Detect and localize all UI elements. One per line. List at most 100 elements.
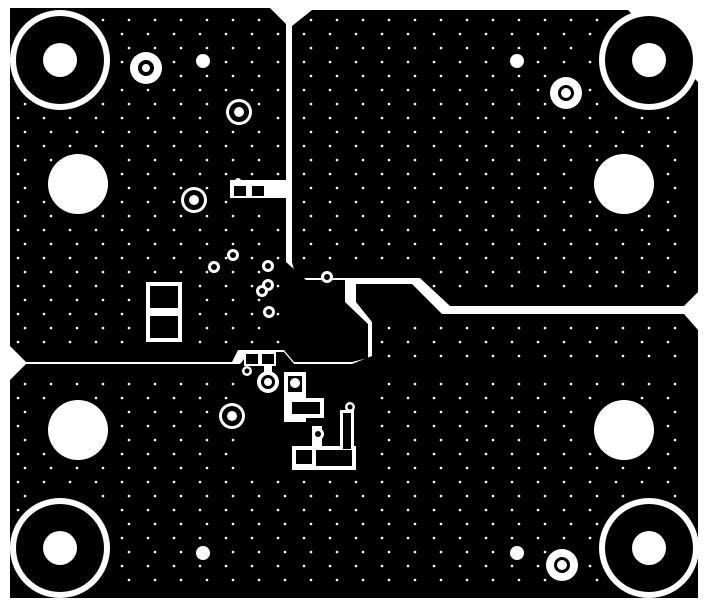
stitch-via: [224, 60, 228, 64]
stitch-via: [380, 396, 384, 400]
stitch-via: [257, 46, 261, 50]
stitch-via: [484, 60, 488, 64]
stitch-via: [276, 172, 280, 176]
stitch-via: [640, 284, 644, 288]
stitch-via: [595, 578, 599, 582]
stitch-via: [517, 438, 521, 442]
stitch-via: [588, 284, 592, 288]
stitch-via: [510, 172, 514, 176]
stitch-via: [380, 172, 384, 176]
stitch-via: [127, 130, 131, 134]
stitch-via: [257, 298, 261, 302]
stitch-via: [484, 508, 488, 512]
stitch-via: [413, 186, 417, 190]
stitch-via: [361, 102, 365, 106]
stitch-via: [153, 46, 157, 50]
stitch-via: [49, 158, 53, 162]
stitch-via: [49, 130, 53, 134]
stitch-via: [205, 186, 209, 190]
stitch-via: [595, 102, 599, 106]
stitch-via: [413, 242, 417, 246]
stitch-via: [205, 102, 209, 106]
component-footprint-capacitor: [146, 282, 182, 342]
stitch-via: [120, 424, 124, 428]
stitch-via: [276, 340, 280, 344]
stitch-via: [387, 550, 391, 554]
stitch-via: [536, 172, 540, 176]
stitch-via: [153, 270, 157, 274]
stitch-via: [465, 242, 469, 246]
stitch-via: [101, 298, 105, 302]
stitch-via: [153, 214, 157, 218]
mounting-hole-top-right: [599, 10, 699, 110]
stitch-via: [647, 242, 651, 246]
stitch-via: [491, 186, 495, 190]
stitch-via: [153, 410, 157, 414]
stitch-via: [172, 144, 176, 148]
stitch-via: [120, 536, 124, 540]
stitch-via: [120, 32, 124, 36]
stitch-via: [458, 452, 462, 456]
stitch-via: [458, 424, 462, 428]
stitch-via: [673, 214, 677, 218]
stitch-via: [179, 550, 183, 554]
stitch-via: [120, 284, 124, 288]
stitch-via: [49, 242, 53, 246]
stitch-via: [432, 452, 436, 456]
stitch-via: [588, 536, 592, 540]
stitch-via: [205, 158, 209, 162]
stitch-via: [257, 130, 261, 134]
stitch-via: [328, 144, 332, 148]
stitch-via: [172, 424, 176, 428]
stitch-via: [250, 256, 254, 260]
stitch-via: [432, 200, 436, 204]
stitch-via: [536, 32, 540, 36]
stitch-via: [432, 144, 436, 148]
stitch-via: [231, 494, 235, 498]
stitch-via: [569, 18, 573, 22]
stitch-via: [16, 480, 20, 484]
stitch-via: [120, 256, 124, 260]
stitch-via: [198, 228, 202, 232]
stitch-via: [42, 256, 46, 260]
stitch-via: [49, 298, 53, 302]
stitch-via: [120, 508, 124, 512]
stitch-via: [536, 88, 540, 92]
stitch-via: [439, 466, 443, 470]
stitch-via: [250, 144, 254, 148]
stitch-via: [68, 312, 72, 316]
stitch-via: [432, 32, 436, 36]
stitch-via: [257, 242, 261, 246]
stitch-via: [101, 102, 105, 106]
stitch-via: [283, 578, 287, 582]
stitch-via: [543, 158, 547, 162]
stitch-via: [517, 382, 521, 386]
stitch-via: [354, 228, 358, 232]
stitch-via: [231, 550, 235, 554]
stitch-via: [640, 116, 644, 120]
stitch-via: [23, 466, 27, 470]
stitch-via: [465, 522, 469, 526]
stitch-via: [16, 284, 20, 288]
stitch-via: [302, 88, 306, 92]
stitch-via: [276, 228, 280, 232]
stitch-via: [120, 452, 124, 456]
stitch-via: [588, 508, 592, 512]
stitch-via: [517, 494, 521, 498]
stitch-via: [380, 340, 384, 344]
stitch-via: [309, 158, 313, 162]
stitch-via: [16, 144, 20, 148]
stitch-via: [517, 74, 521, 78]
stitch-via: [276, 564, 280, 568]
stitch-via: [406, 200, 410, 204]
stitch-via: [406, 144, 410, 148]
stitch-via: [588, 88, 592, 92]
stitch-via: [205, 270, 209, 274]
stitch-via: [224, 480, 228, 484]
stitch-via: [120, 60, 124, 64]
stitch-via: [16, 256, 20, 260]
stitch-via: [588, 32, 592, 36]
stitch-via: [484, 536, 488, 540]
stitch-via: [413, 102, 417, 106]
stitch-via: [16, 508, 20, 512]
